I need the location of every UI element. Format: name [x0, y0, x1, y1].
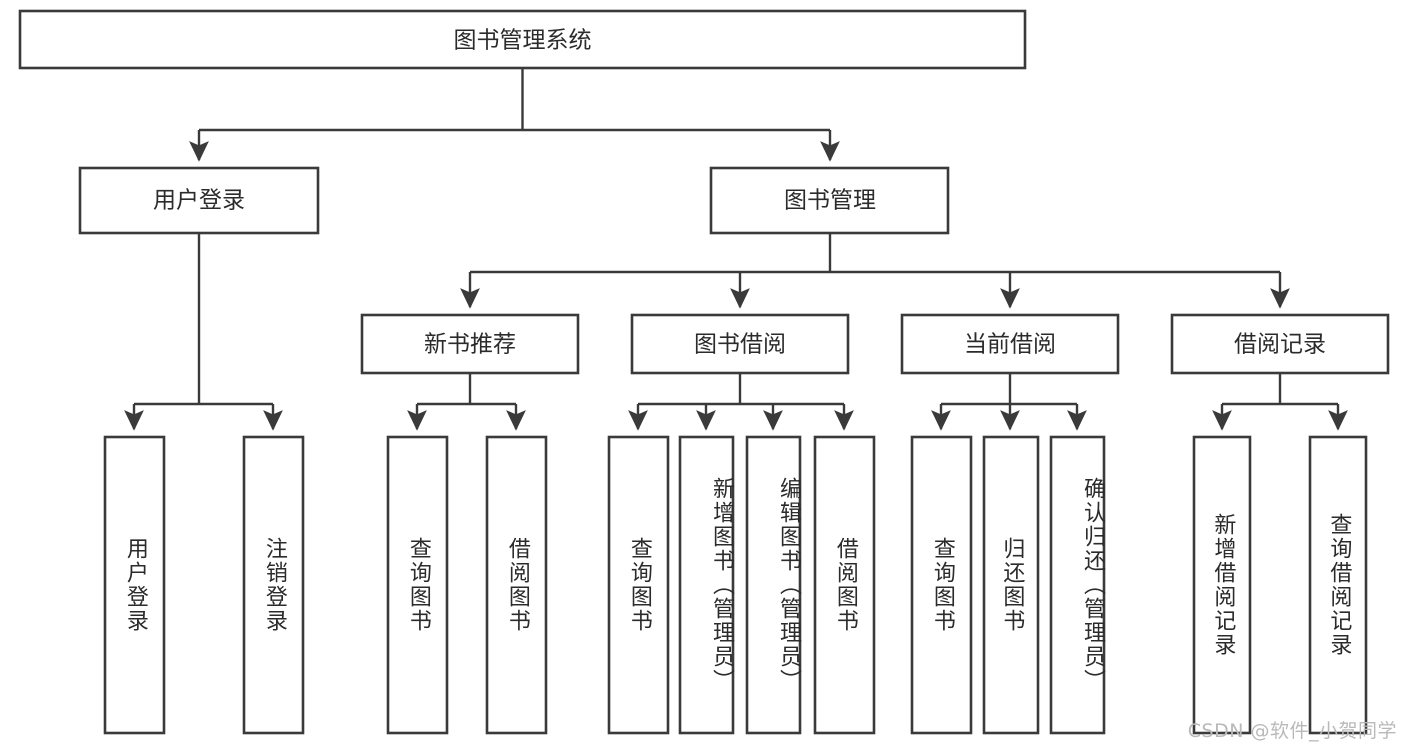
- node-root[interactable]: 图书管理系统: [18, 9, 1027, 70]
- node-current-borrow[interactable]: 当前借阅: [900, 313, 1120, 375]
- node-new-book-rec-label: 新书推荐: [424, 332, 516, 358]
- node-root-label: 图书管理系统: [454, 28, 592, 54]
- node-current-borrow-box[interactable]: [900, 313, 1120, 375]
- leaf-box-return-book[interactable]: [982, 435, 1040, 735]
- node-new-book-rec-box[interactable]: [360, 313, 580, 375]
- connector-layer: [124, 68, 1348, 431]
- leaf-box-query-record[interactable]: [1308, 435, 1368, 735]
- leaf-box-query-book-cur[interactable]: [910, 435, 973, 735]
- node-new-book-rec[interactable]: 新书推荐: [360, 313, 580, 375]
- node-book-manage-box[interactable]: [709, 166, 950, 235]
- leaf-box-user-logout[interactable]: [242, 435, 305, 735]
- leaf-box-borrow-book-bor[interactable]: [813, 435, 876, 735]
- node-user-login[interactable]: 用户登录: [78, 166, 320, 235]
- node-borrow-record-box[interactable]: [1170, 313, 1390, 375]
- leaf-box-query-book-bor[interactable]: [607, 435, 670, 735]
- node-root-box[interactable]: [18, 9, 1027, 70]
- csdn-watermark: CSDN @软件_小贺同学: [1187, 720, 1397, 742]
- node-borrow-record-label: 借阅记录: [1234, 332, 1326, 358]
- leaf-box-add-record[interactable]: [1192, 435, 1252, 735]
- leaf-box-borrow-book-rec[interactable]: [485, 435, 548, 735]
- leaf-box-edit-book[interactable]: [745, 435, 802, 735]
- leaf-box-confirm-return[interactable]: [1049, 435, 1106, 735]
- node-user-login-label: 用户登录: [153, 188, 245, 214]
- node-book-borrow-label: 图书借阅: [694, 332, 786, 358]
- node-book-manage-label: 图书管理: [784, 188, 876, 214]
- node-book-manage[interactable]: 图书管理: [709, 166, 950, 235]
- node-book-borrow-box[interactable]: [630, 313, 850, 375]
- leaf-box-query-book-rec[interactable]: [386, 435, 449, 735]
- leaf-box-add-book[interactable]: [678, 435, 735, 735]
- node-user-login-box[interactable]: [78, 166, 320, 235]
- leaf-box-layer: [103, 435, 1368, 735]
- node-borrow-record[interactable]: 借阅记录: [1170, 313, 1390, 375]
- leaf-box-user-login[interactable]: [103, 435, 166, 735]
- node-current-borrow-label: 当前借阅: [964, 332, 1056, 358]
- node-book-borrow[interactable]: 图书借阅: [630, 313, 850, 375]
